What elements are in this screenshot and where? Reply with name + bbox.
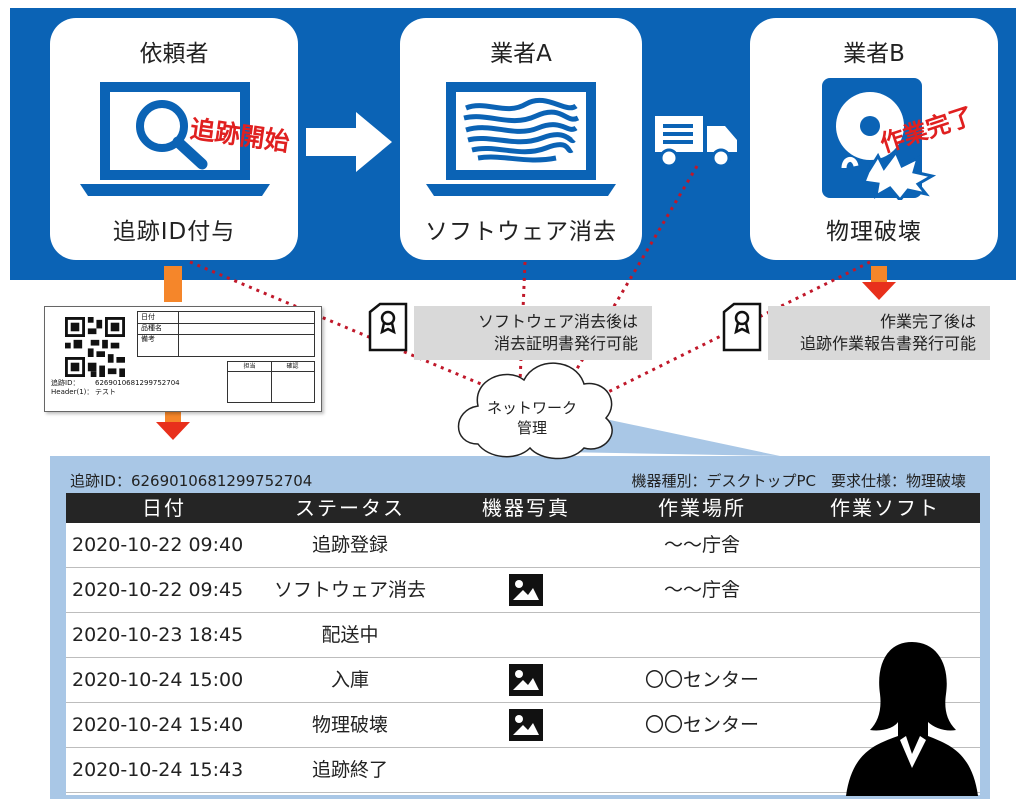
cell-place: ～～庁舎: [663, 534, 740, 556]
cell-place: 〇〇センター: [644, 714, 759, 736]
table-row[interactable]: 2020-10-24 15:00 入庫 〇〇センター: [66, 658, 980, 703]
table-row[interactable]: 2020-10-22 09:40 追跡登録 ～～庁舎: [66, 523, 980, 568]
cell-date: 2020-10-23 18:45: [72, 624, 244, 646]
cell-status: 物理破壊: [311, 714, 388, 736]
table-row[interactable]: 2020-10-22 09:45 ソフトウェア消去 ～～庁舎: [66, 568, 980, 613]
laptop-scribble-icon: [426, 82, 616, 196]
actor-caption: ソフトウェア消去: [425, 219, 617, 245]
table-row[interactable]: 2020-10-23 18:45 配送中: [66, 613, 980, 658]
table-header: 日付 ステータス 機器写真 作業場所 作業ソフト: [66, 493, 980, 523]
device-spec-text: 機器種別：デスクトップPC 要求仕様：物理破壊: [631, 472, 966, 490]
cell-status: 配送中: [321, 624, 379, 646]
note-line: 消去証明書発行可能: [493, 334, 638, 353]
broken-hdd-icon: [822, 78, 937, 200]
table-row[interactable]: 2020-10-24 15:40 物理破壊 〇〇センター: [66, 703, 980, 748]
cell-date: 2020-10-22 09:40: [72, 534, 244, 556]
photo-icon[interactable]: [509, 709, 543, 741]
label-tracking-value: 6269010681299752704: [95, 379, 180, 387]
label-check-person: 担当: [243, 363, 256, 370]
arrow-right-icon: [306, 112, 392, 172]
report-doc-icon: [722, 302, 762, 352]
actor-card-requester: 依頼者 追跡開始 追跡ID付与: [50, 18, 298, 260]
col-place: 作業場所: [658, 496, 746, 520]
label-fields: 日付 品種名 備考: [137, 311, 315, 357]
cell-date: 2020-10-24 15:40: [72, 714, 244, 736]
cell-software: [790, 523, 980, 567]
certificate-doc-icon: [368, 302, 408, 352]
label-field-date: 日付: [141, 313, 155, 321]
note-line: 作業完了後は: [879, 312, 976, 331]
cell-date: 2020-10-22 09:45: [72, 579, 244, 601]
cloud-network-label: ネットワーク 管理: [462, 398, 602, 438]
cell-status: 追跡終了: [311, 759, 388, 781]
note-line: ソフトウェア消去後は: [477, 312, 638, 331]
table-row[interactable]: 2020-10-24 15:43 追跡終了: [66, 748, 980, 793]
actor-caption: 物理破壊: [826, 219, 922, 245]
cell-place: [614, 613, 790, 657]
cloud-line: ネットワーク: [486, 399, 577, 417]
col-date: 日付: [142, 496, 186, 520]
cell-status: 追跡登録: [311, 534, 388, 556]
photo-icon[interactable]: [509, 664, 543, 696]
arrow-down-icon: [156, 412, 190, 440]
cell-date: 2020-10-24 15:00: [72, 669, 244, 691]
label-tracking-key: 追跡ID：: [51, 379, 80, 387]
cell-place: 〇〇センター: [644, 669, 759, 691]
cell-place: [614, 748, 790, 792]
label-header-key: Header(1)：: [51, 388, 94, 396]
cloud-line: 管理: [516, 419, 547, 437]
tracking-id-text: 追跡ID：6269010681299752704: [70, 472, 313, 490]
label-field-product: 品種名: [141, 324, 162, 332]
cell-software: [790, 568, 980, 612]
actor-name: 業者B: [843, 41, 905, 67]
label-field-note: 備考: [141, 335, 155, 343]
tracking-label-card: 日付 品種名 備考 担当 確認 追跡ID： 626901068129975270…: [44, 306, 322, 412]
actor-caption: 追跡ID付与: [112, 219, 236, 245]
label-header-value: テスト: [95, 388, 116, 396]
person-silhouette-icon: [846, 642, 978, 796]
cell-status: ソフトウェア消去: [273, 579, 426, 601]
note-software-erase: ソフトウェア消去後は 消去証明書発行可能: [414, 306, 652, 360]
photo-icon[interactable]: [509, 574, 543, 606]
col-status: ステータス: [295, 496, 405, 520]
laptop-search-icon: [80, 82, 270, 196]
cell-status: 入庫: [330, 669, 369, 691]
label-check-confirm: 確認: [286, 363, 299, 370]
arrow-stem-requester: [164, 266, 182, 302]
qr-code-icon: [65, 317, 125, 377]
note-work-complete: 作業完了後は 追跡作業報告書発行可能: [768, 306, 990, 360]
label-checkboxes: 担当 確認: [227, 361, 315, 403]
actor-name: 業者A: [490, 41, 552, 67]
col-photo: 機器写真: [482, 496, 570, 520]
cell-date: 2020-10-24 15:43: [72, 759, 244, 781]
cell-place: ～～庁舎: [663, 579, 740, 601]
actor-card-vendor-b: 業者B 作業完了 物理破壊: [750, 18, 998, 260]
arrow-down-icon: [862, 266, 896, 300]
note-line: 追跡作業報告書発行可能: [799, 334, 976, 353]
delivery-truck-icon: [655, 116, 737, 168]
col-software: 作業ソフト: [830, 496, 940, 520]
actor-card-vendor-a: 業者A ソフトウェア消去: [400, 18, 642, 260]
actor-name: 依頼者: [139, 41, 209, 67]
